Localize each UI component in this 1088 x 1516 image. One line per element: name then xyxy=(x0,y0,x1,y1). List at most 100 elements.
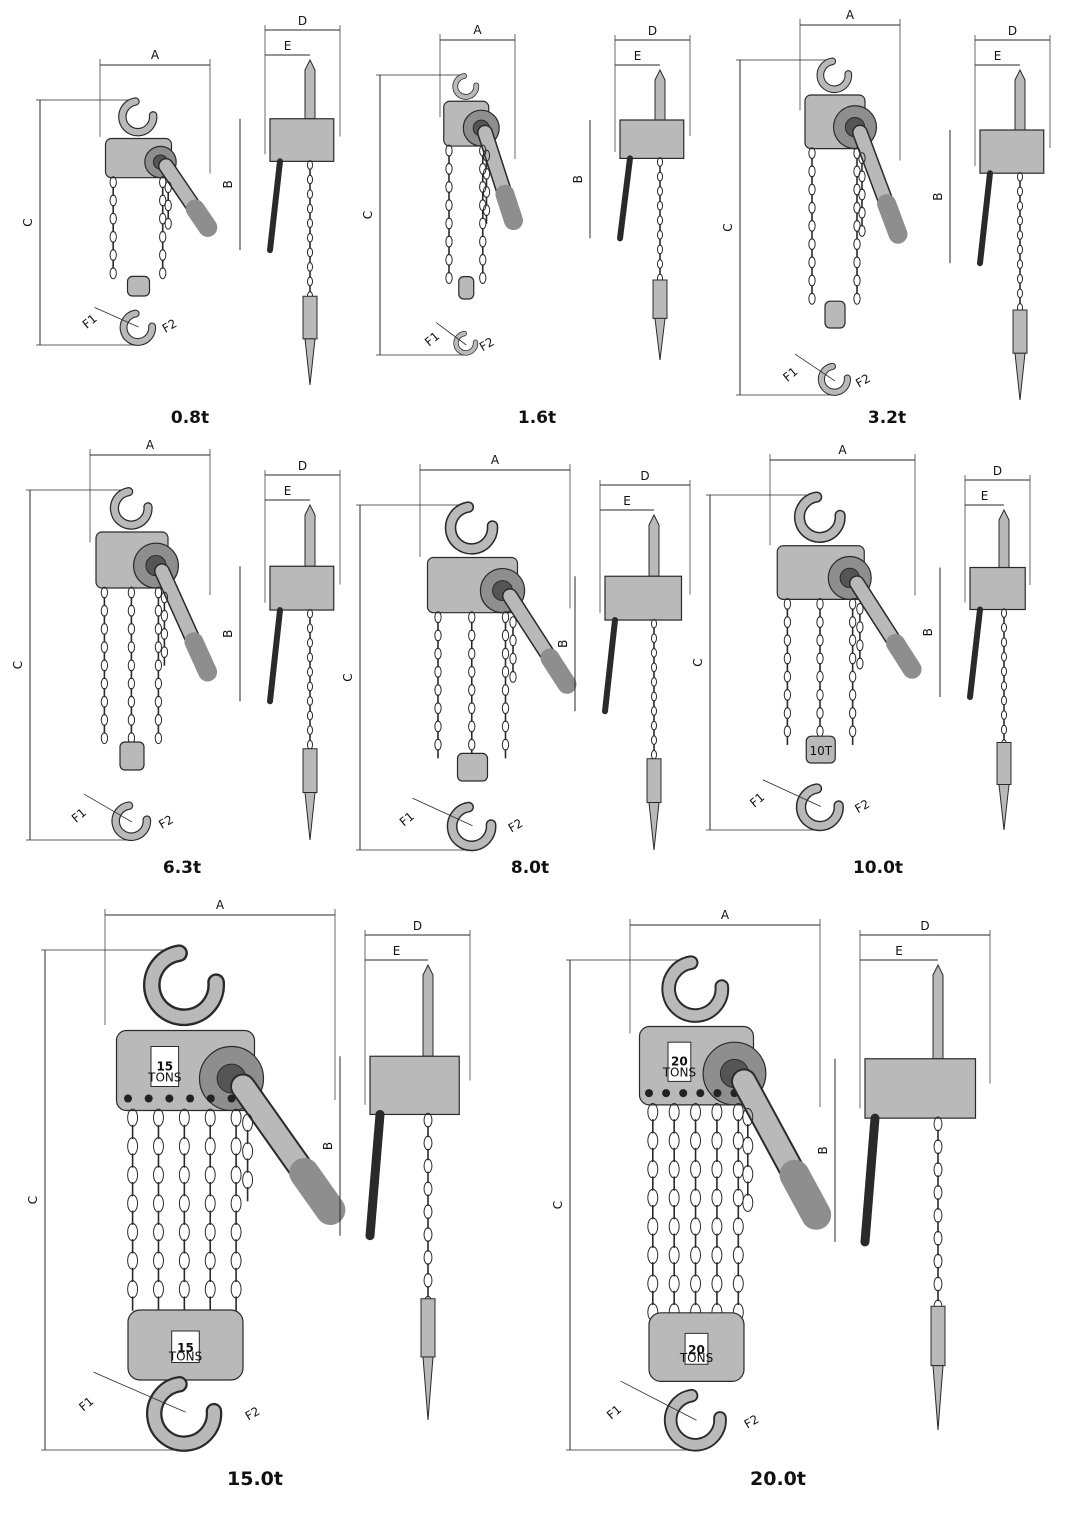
chain-link xyxy=(178,1222,190,1242)
chain-link xyxy=(204,1165,216,1184)
chain-link xyxy=(732,1102,744,1122)
chain-link xyxy=(808,219,816,232)
dimension-d-label: D xyxy=(640,469,649,483)
chain-link xyxy=(1016,186,1024,197)
dimension-f1-line xyxy=(762,779,821,807)
lever-grip xyxy=(185,199,218,237)
side-top-hook xyxy=(654,68,666,121)
chain-link xyxy=(1016,201,1024,211)
chain-link xyxy=(783,688,792,701)
chain-link xyxy=(159,249,167,262)
bolt xyxy=(186,1094,195,1103)
chain-link xyxy=(204,1280,216,1299)
dimension-f1-line xyxy=(94,307,139,328)
dimension-f2-label: F2 xyxy=(853,371,873,390)
capacity-plate xyxy=(150,1046,180,1087)
dimension-f1-label: F1 xyxy=(76,1394,96,1414)
top-hook-fill xyxy=(119,98,157,136)
dimension-b-label: B xyxy=(321,1142,335,1150)
chain-link xyxy=(154,659,163,672)
capacity-caption: 10.0t xyxy=(852,858,904,878)
chain-link xyxy=(849,725,857,738)
chain-link xyxy=(509,616,517,629)
chain-link xyxy=(656,229,664,240)
chain-link xyxy=(468,647,476,660)
chain-link xyxy=(816,616,824,629)
bottom-block xyxy=(458,276,475,300)
chain-link xyxy=(306,203,314,214)
chain-link xyxy=(423,1204,433,1220)
capacity-plate-unit: TONS xyxy=(662,1066,696,1080)
chain-link xyxy=(690,1245,701,1265)
dimension-c-label: C xyxy=(11,661,25,669)
dimension-f2-label: F2 xyxy=(477,335,497,354)
chain-link xyxy=(423,1135,433,1151)
chain-link xyxy=(154,604,163,617)
dimension-d-label: D xyxy=(298,14,307,28)
dimension-a-label: A xyxy=(721,908,730,922)
chain-link xyxy=(242,1142,254,1161)
chain-link xyxy=(434,629,442,642)
side-bottom-hook xyxy=(648,802,660,851)
side-top-hook xyxy=(648,513,660,577)
chain-link xyxy=(808,183,816,196)
chain-link xyxy=(127,677,136,690)
chain-link xyxy=(783,634,792,647)
chain-link xyxy=(204,1222,216,1242)
dimension-a-label: A xyxy=(151,48,160,62)
chain-link xyxy=(306,232,314,243)
chain-link xyxy=(100,695,109,708)
dimension-e-label: E xyxy=(981,489,989,503)
dimension-d-label: D xyxy=(413,919,422,933)
side-bottom-hook xyxy=(1014,352,1026,401)
chain-link xyxy=(468,665,476,678)
chain-link xyxy=(501,720,510,733)
chain-link xyxy=(423,1181,433,1197)
chain-link xyxy=(711,1274,723,1293)
bolt xyxy=(679,1089,688,1098)
side-body xyxy=(269,118,335,162)
chain-link xyxy=(650,691,658,702)
chain-link xyxy=(100,586,109,599)
chain-link xyxy=(468,702,476,715)
dimension-d-label: D xyxy=(920,919,929,933)
bottom-hook-fill xyxy=(454,331,478,355)
chain-link xyxy=(933,1208,943,1223)
side-body xyxy=(969,566,1026,611)
chain-link xyxy=(856,657,864,670)
chain-link xyxy=(856,639,864,652)
chain-link xyxy=(306,247,314,258)
side-bottom-hook xyxy=(654,317,666,361)
chain-link xyxy=(230,1194,242,1213)
chain-link xyxy=(656,186,664,197)
chain-link xyxy=(127,641,136,654)
chain-link xyxy=(858,170,866,183)
chain-link xyxy=(650,647,658,658)
chain-link xyxy=(306,276,314,287)
chain-link xyxy=(856,621,864,634)
side-body xyxy=(864,1058,977,1119)
chain-link xyxy=(178,1251,190,1270)
side-bottom-hook xyxy=(998,784,1010,831)
dimension-c-label: C xyxy=(721,223,735,231)
chain-link xyxy=(1000,651,1008,662)
chain-link xyxy=(164,217,172,230)
chain-link xyxy=(1016,244,1024,255)
chain-link xyxy=(501,702,510,715)
chain-link xyxy=(732,1274,744,1293)
chain-link xyxy=(468,684,476,697)
dimension-f1-label: F1 xyxy=(80,311,100,331)
chain-link xyxy=(853,292,861,305)
chain-link xyxy=(808,274,816,287)
chain-link xyxy=(858,224,866,237)
chain-link xyxy=(732,1131,744,1150)
dimension-a-label: A xyxy=(846,8,855,22)
chain-link xyxy=(127,586,136,599)
dimension-c-label: C xyxy=(341,673,355,681)
chain-link xyxy=(154,677,163,690)
capacity-caption: 8.0t xyxy=(510,858,550,878)
bottom-hook-fill xyxy=(665,1390,725,1450)
chain-link xyxy=(230,1108,242,1127)
